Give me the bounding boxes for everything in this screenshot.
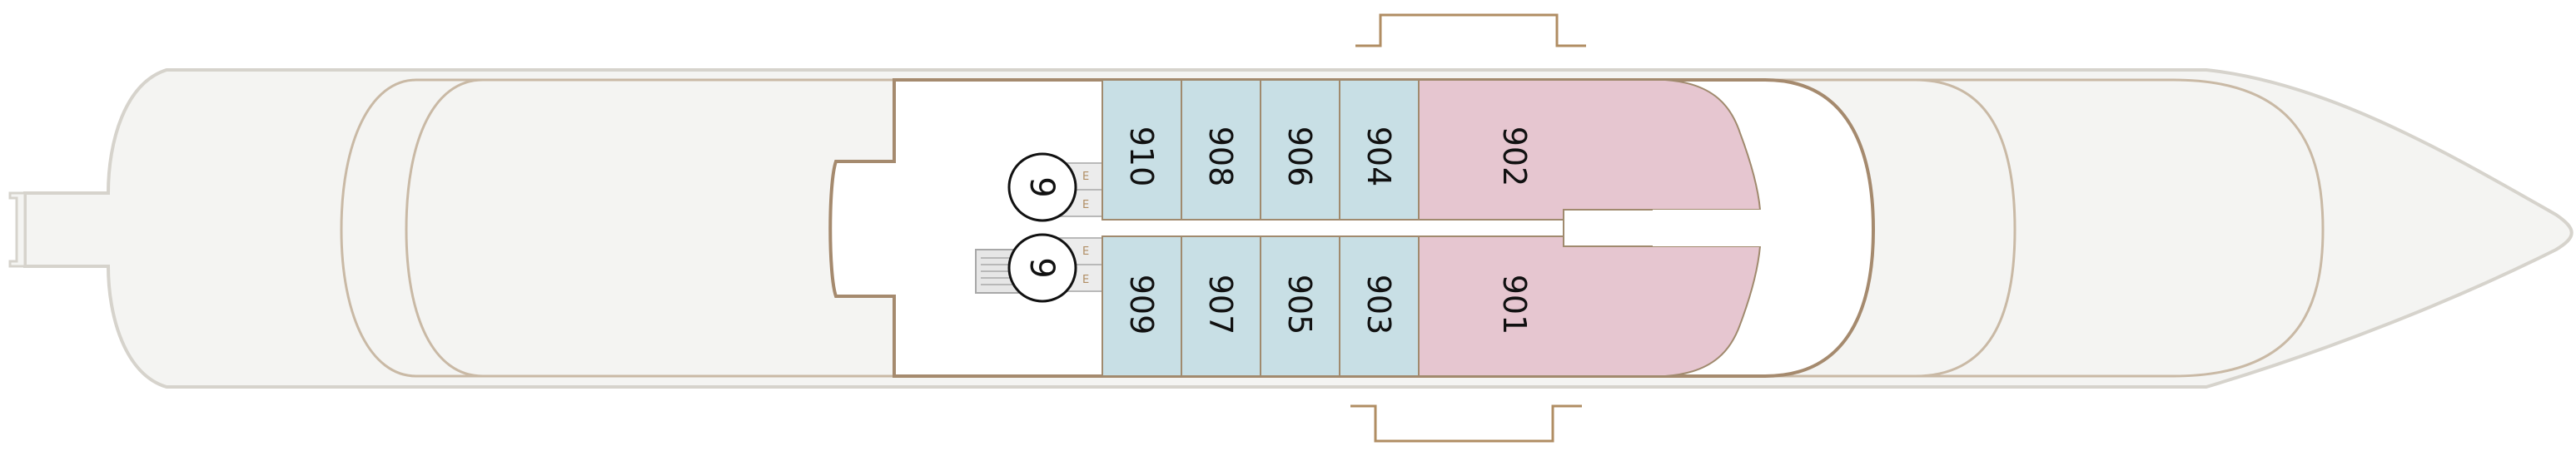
elevator-label: E: [1082, 274, 1089, 286]
cabin-label: 901: [1496, 275, 1533, 335]
cabin-label: 910: [1123, 126, 1160, 187]
deck-inner-outline: [405, 78, 2325, 378]
cabin-label: 908: [1202, 126, 1239, 187]
cabin-label: 907: [1202, 275, 1239, 335]
cabin-902[interactable]: [1418, 79, 1762, 221]
elevator-label: E: [1082, 171, 1089, 183]
gangway-top: [1355, 13, 1586, 47]
cabin-903[interactable]: [1339, 235, 1420, 377]
cabin-906[interactable]: [1260, 79, 1340, 221]
cabin-label: 906: [1281, 126, 1318, 187]
cabin-901[interactable]: [1418, 235, 1762, 377]
gangway-bottom: [1350, 404, 1582, 443]
cabin-905[interactable]: [1260, 235, 1340, 377]
elevator-label: E: [1082, 245, 1089, 258]
cabin-label: 902: [1496, 126, 1533, 187]
cabin-904[interactable]: [1339, 79, 1420, 221]
cabin-910[interactable]: [1102, 79, 1182, 221]
svg-text:9: 9: [1022, 257, 1061, 278]
stern-stub: [8, 191, 27, 268]
cabin-row-bottom: [1102, 235, 1420, 377]
cabin-label: 904: [1360, 126, 1397, 187]
cabin-909[interactable]: [1102, 235, 1182, 377]
cabin-907[interactable]: [1181, 235, 1261, 377]
cabin-label: 905: [1281, 275, 1318, 335]
cabin-row-top: [1102, 79, 1420, 221]
cabin-label: 903: [1360, 275, 1397, 335]
svg-text:9: 9: [1022, 176, 1061, 197]
cabin-label: 909: [1123, 275, 1160, 335]
elevator-label: E: [1082, 199, 1089, 211]
deck-marker-bottom: 9: [1007, 233, 1077, 303]
deck-marker-top: 9: [1007, 152, 1077, 222]
cabin-908[interactable]: [1181, 79, 1261, 221]
corridor-cutout: [1564, 210, 1763, 246]
